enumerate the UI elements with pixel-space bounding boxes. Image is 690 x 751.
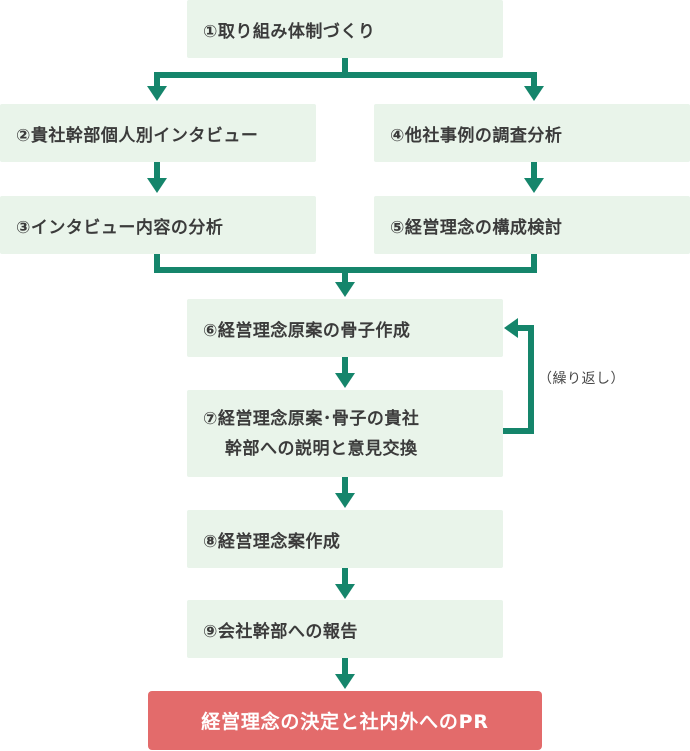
step-9-label: ⑨会社幹部への報告	[203, 621, 358, 642]
step-7-box: ⑦経営理念原案･骨子の貴社 幹部への説明と意見交換	[187, 390, 503, 477]
arrowhead-final	[335, 674, 355, 689]
connector-loop	[503, 325, 534, 434]
arrowhead-6	[335, 282, 355, 297]
step-5-box: ⑤経営理念の構成検討	[374, 196, 690, 254]
step-8-label: ⑧経営理念案作成	[203, 531, 341, 552]
connector-merge	[154, 254, 537, 282]
step-4-box: ④他社事例の調査分析	[374, 104, 690, 162]
step-3-label: ③インタビュー内容の分析	[16, 217, 224, 238]
arrowhead-5	[524, 178, 544, 193]
step-5-label: ⑤経営理念の構成検討	[390, 217, 563, 238]
step-1-box: ①取り組み体制づくり	[187, 0, 503, 58]
step-6-label: ⑥経営理念原案の骨子作成	[203, 320, 411, 341]
arrowhead-9	[335, 584, 355, 599]
final-label: 経営理念の決定と社内外へのPR	[201, 711, 489, 733]
arrowhead-7	[335, 373, 355, 388]
step-9-box: ⑨会社幹部への報告	[187, 600, 503, 658]
arrowhead-4	[524, 86, 544, 101]
step-7-label-line2: 幹部への説明と意見交換	[225, 438, 418, 459]
arrowhead-2	[147, 86, 167, 101]
arrowhead-loop	[504, 318, 518, 338]
loop-note: （繰り返し）	[538, 371, 625, 387]
step-2-box: ②貴社幹部個人別インタビュー	[0, 104, 316, 162]
step-3-box: ③インタビュー内容の分析	[0, 196, 316, 254]
arrowhead-8	[335, 493, 355, 508]
step-1-label: ①取り組み体制づくり	[203, 21, 376, 42]
step-6-box: ⑥経営理念原案の骨子作成	[187, 299, 503, 357]
step-7-label-line1: ⑦経営理念原案･骨子の貴社	[203, 408, 420, 429]
connector-split	[154, 58, 537, 86]
step-8-box: ⑧経営理念案作成	[187, 510, 503, 568]
step-2-label: ②貴社幹部個人別インタビュー	[16, 125, 259, 146]
arrowhead-3	[147, 178, 167, 193]
final-box: 経営理念の決定と社内外へのPR	[148, 691, 542, 750]
step-4-label: ④他社事例の調査分析	[390, 125, 563, 146]
